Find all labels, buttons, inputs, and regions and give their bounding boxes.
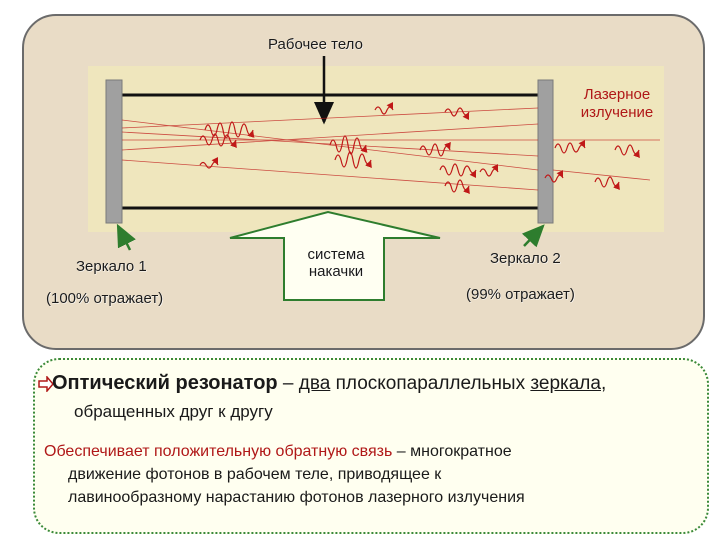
mirror2-label: Зеркало 2 [490,250,561,267]
working-body-label: Рабочее тело [268,36,363,53]
mirror2-reflectance: (99% отражает) [466,286,575,303]
mirror2-pointer [521,224,545,248]
resonator-definition: Оптический резонатор – два плоскопаралле… [52,372,607,394]
light-rays [121,107,660,191]
mirror1-reflectance: (100% отражает) [46,290,164,307]
resonator-definition-line2: обращенных друг к другу [74,402,273,421]
feedback-highlight: Обеспечивает положительную обратную связ… [44,443,393,460]
pencil-arrow-icon [38,376,54,392]
mirror1-label: Зеркало 1 [76,258,147,275]
feedback-description: Обеспечивает положительную обратную связ… [44,443,525,506]
description-panel [33,358,709,534]
laser-output-label: Лазерное излучение [580,86,654,121]
pump-system-callout [229,210,441,301]
mirror1-pointer [116,223,136,251]
mirror-2 [537,79,554,224]
resonator-term: Оптический резонатор [52,372,278,394]
photon-wave-packets [199,101,640,195]
mirror-1 [105,79,123,224]
pump-system-label: система накачки [307,246,365,280]
